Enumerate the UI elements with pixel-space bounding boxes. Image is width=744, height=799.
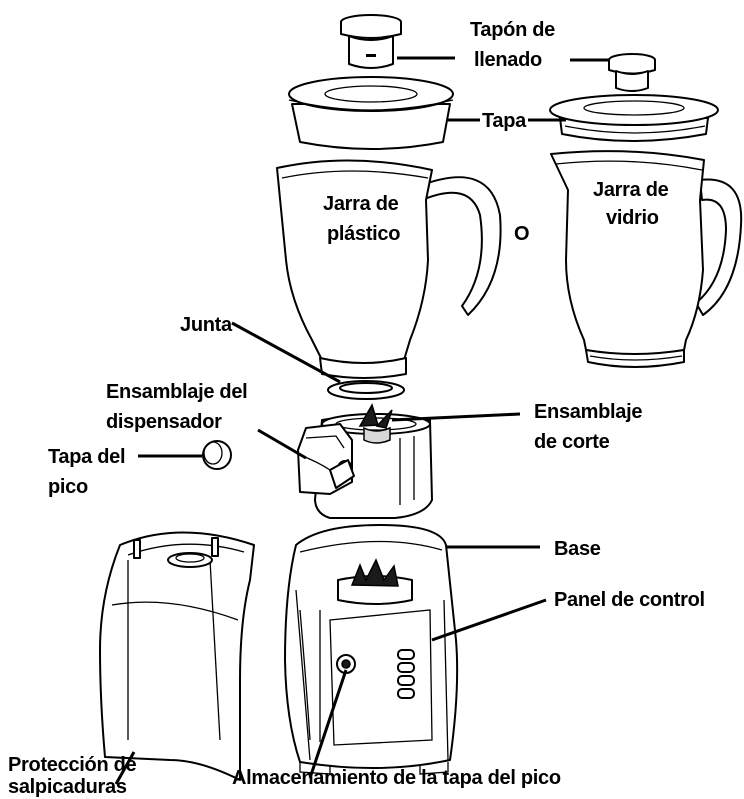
label-splash-guard-1: Protección de: [8, 754, 137, 776]
label-dispenser-2: dispensador: [106, 411, 222, 433]
leader-cutting: [391, 412, 521, 422]
leader-control-panel: [431, 598, 547, 642]
label-control-panel: Panel de control: [554, 589, 705, 611]
leader-spout-cap-storage: [308, 669, 348, 779]
label-lid: Tapa: [482, 110, 527, 132]
label-gasket: Junta: [180, 314, 233, 336]
label-base: Base: [554, 538, 601, 560]
leader-splash-guard: [114, 751, 136, 785]
label-cutting-2: de corte: [534, 431, 610, 453]
spout-cap: [202, 440, 232, 470]
label-glass-jar-1: Jarra de: [593, 179, 669, 201]
splash-guard: [99, 531, 255, 781]
label-plastic-jar-1: Jarra de: [323, 193, 399, 215]
leader-gasket: [231, 321, 341, 384]
label-splash-guard-2: salpicaduras: [8, 776, 127, 798]
gasket: [327, 380, 405, 400]
dispenser-lever: [297, 423, 355, 495]
label-cutting-1: Ensamblaje: [534, 401, 642, 423]
label-spout-cap-1: Tapa del: [48, 446, 125, 468]
blade-cutting-assembly: [358, 403, 393, 444]
label-plastic-jar-2: plástico: [327, 223, 400, 245]
label-fill-cap-1: Tapón de: [470, 19, 555, 41]
leader-dispenser: [257, 428, 307, 460]
label-glass-jar-2: vidrio: [606, 207, 659, 229]
fill-cap-glass: [608, 53, 656, 92]
label-spout-cap-2: pico: [48, 476, 88, 498]
fill-cap-plastic: [340, 14, 402, 69]
label-fill-cap-2: llenado: [474, 49, 542, 71]
lid-glass: [549, 94, 719, 142]
label-dispenser-1: Ensamblaje del: [106, 381, 247, 403]
motor-base: [284, 524, 459, 775]
glass-jar: [550, 150, 743, 368]
lid-plastic: [288, 76, 454, 150]
label-or: O: [514, 223, 529, 245]
label-spout-cap-storage: Almacenamiento de la tapa del pico: [232, 767, 561, 789]
plastic-jar: [276, 159, 502, 379]
